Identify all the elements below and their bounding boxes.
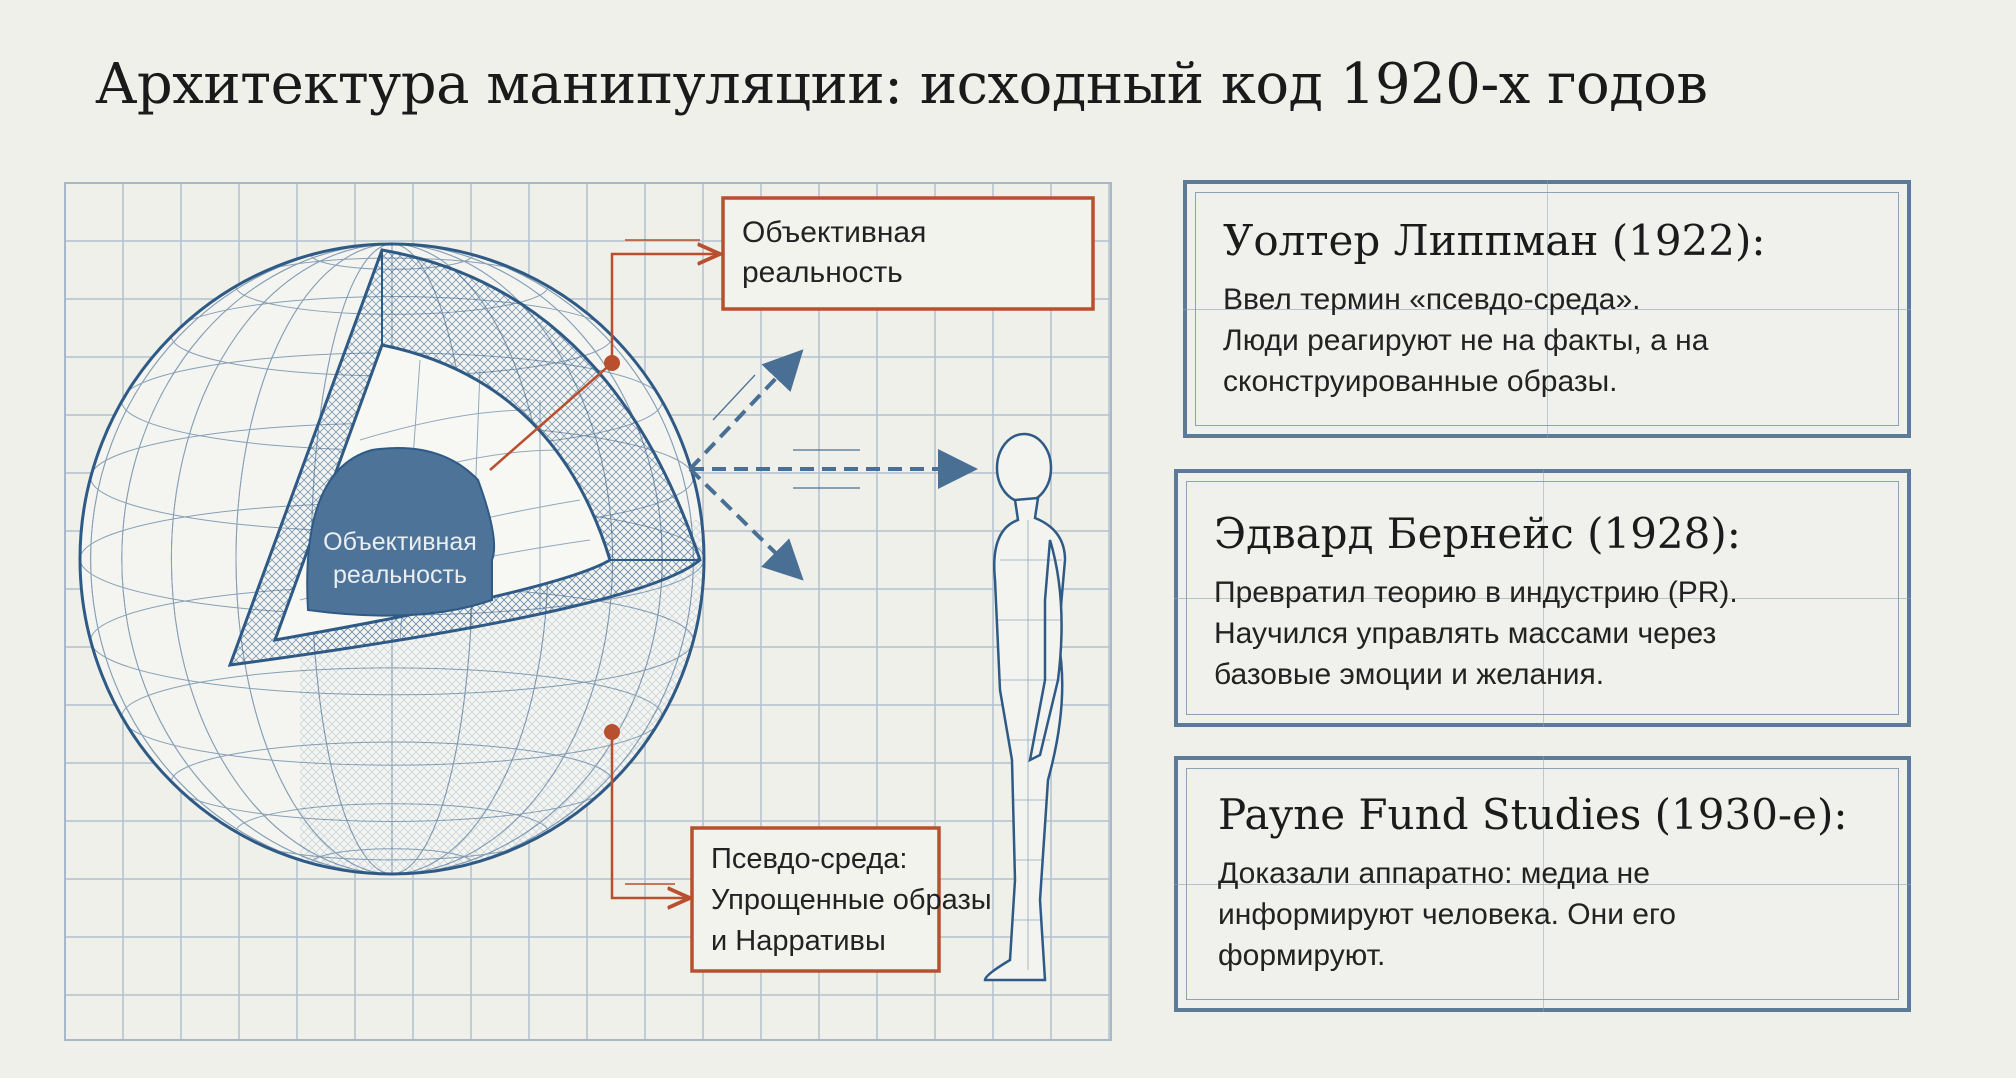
core-label-line2: реальность	[333, 561, 467, 589]
bottom-callout-line1: Псевдо-среда:	[711, 843, 908, 875]
core-label-line1: Объективная	[323, 528, 477, 556]
top-callout-box	[721, 196, 1095, 311]
card-bernays: Эдвард Бернейс (1928): Превратил теорию …	[1174, 469, 1911, 727]
top-callout-line2: реальность	[742, 256, 903, 289]
bottom-callout-line2: Упрощенные образы	[711, 884, 992, 916]
human-figure	[983, 432, 1067, 982]
card-line: Ввел термин «псевдо-среда».	[1223, 283, 1641, 316]
page-title: Архитектура манипуляции: исходный код 19…	[95, 52, 1708, 117]
marker-dot	[604, 355, 620, 371]
card-line: информируют человека. Они его	[1218, 898, 1676, 931]
card-line: Люди реагируют не на факты, а на	[1223, 324, 1709, 357]
bottom-callout-line3: и Нарративы	[711, 925, 886, 957]
card-payne-fund: Payne Fund Studies (1930-е): Доказали ап…	[1174, 756, 1911, 1012]
card-line: Доказали аппаратно: медиа не	[1218, 857, 1650, 890]
card-line: сконструированные образы.	[1223, 365, 1618, 398]
card-lippmann: Уолтер Липпман (1922): Ввел термин «псев…	[1183, 180, 1911, 438]
marker-dot	[604, 724, 620, 740]
objective-reality-core	[306, 447, 496, 617]
card-line: базовые эмоции и желания.	[1214, 658, 1605, 691]
card-heading: Уолтер Липпман (1922):	[1223, 216, 1766, 265]
arrow-up	[688, 349, 804, 471]
bottom-callout-box	[690, 826, 941, 973]
card-heading: Эдвард Бернейс (1928):	[1214, 509, 1741, 558]
card-heading: Payne Fund Studies (1930-е):	[1218, 790, 1848, 839]
card-line: формируют.	[1218, 939, 1386, 972]
card-line: Научился управлять массами через	[1214, 617, 1717, 650]
card-line: Превратил теорию в индустрию (PR).	[1214, 576, 1738, 609]
top-callout-line1: Объективная	[742, 216, 927, 249]
arrow-down	[688, 467, 804, 581]
